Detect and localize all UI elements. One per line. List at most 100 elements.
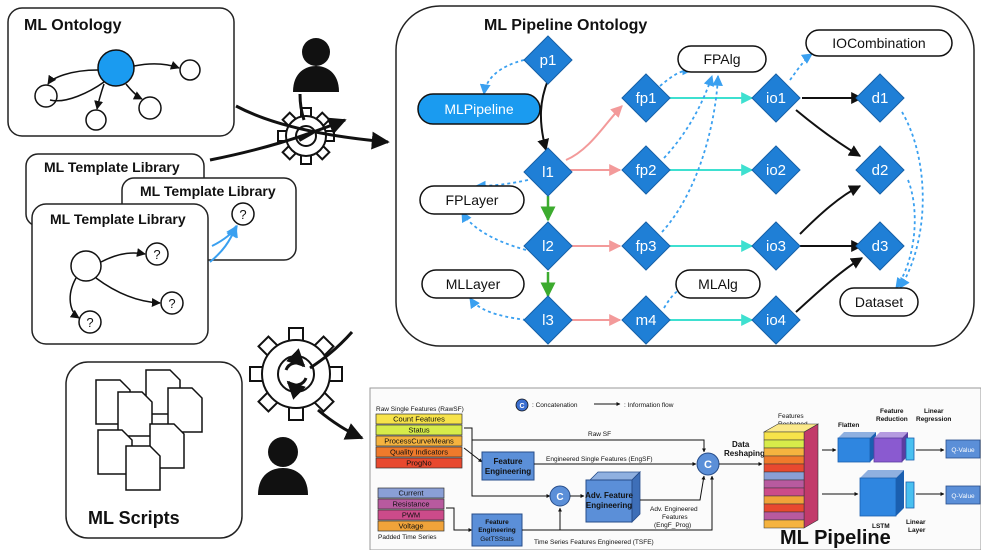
linear-regression-line1: Linear [924,408,944,415]
mlalg-label: MLAlg [698,276,738,292]
question-mark: ? [153,247,160,262]
feature-reduction-line2: Reduction [876,416,908,423]
raw-feature-label: Status [408,426,430,435]
reshaped-slab [763,471,805,481]
question-node [145,242,169,266]
mlpipeline-class-node: MLPipeline [417,93,541,125]
mllayer-class-node: MLLayer [421,269,525,299]
node-io1: io1 [751,73,801,123]
node-fp1: fp1 [621,73,671,123]
legend-concatenation: : Concatenation [532,402,578,409]
reshaped-slab [763,503,805,513]
data-reshaping-line1: Data [732,440,750,449]
time-series-features-label: Time Series Features Engineered (TSFE) [534,539,654,546]
reshaped-slab [763,511,805,521]
time-series-label: Resistance [392,500,429,509]
ontology-node [85,109,107,131]
node-fp2-label: fp2 [636,162,657,179]
person-icon [258,437,308,495]
reshaped-slab [763,495,805,505]
fe1-line2: Engineering [485,467,531,476]
q-value-output [945,439,981,459]
reshaped-slab [763,519,805,529]
node-p1: p1 [523,35,573,85]
ontology-node [138,96,162,120]
reshaped-side-face [803,423,819,529]
q-value-label: Q-Value [951,447,975,454]
iocombination-label: IOCombination [832,35,925,51]
fe2-line2: Engineering [478,527,516,534]
q-value-label: Q-Value [951,493,975,500]
raw-feature-item [375,413,463,425]
reshaped-slab [763,439,805,449]
raw-feature-item [375,435,463,447]
node-d2: d2 [855,145,905,195]
person-icon [293,38,339,92]
adv-line1: Adv. Feature [585,491,633,500]
legend-information-flow: : Information flow [624,402,674,409]
adv-out-line3: (EngF_Prog) [654,522,691,529]
features-reshaped-line1: Features [778,413,804,420]
raw-feature-item [375,424,463,436]
time-series-item [377,487,445,499]
mllayer-label: MLLayer [446,276,501,292]
ml-scripts-title: ML Scripts [88,508,180,528]
node-io2-label: io2 [766,162,786,179]
data-reshaping-line2: Reshaping [724,449,765,458]
node-d3: d3 [855,221,905,271]
node-d2-label: d2 [872,162,889,179]
ontology-edges-cyan [670,92,754,326]
ml-template-library-front: ML Template Library ? ? ? [31,203,238,345]
flatten-label: Flatten [838,422,859,429]
raw-feature-label: ProgNo [406,459,431,468]
node-m4-label: m4 [636,312,657,329]
feature-engineering-box [481,451,535,481]
time-series-label: PWM [402,511,420,520]
reshaped-slab [763,447,805,457]
raw-sf-label: Raw SF [588,431,611,438]
ml-pipeline-panel: C : Concatenation : Information flow Raw… [369,387,981,550]
question-mark: ? [239,207,246,222]
dataset-class-node: Dataset [839,287,919,317]
adv-out-line1: Adv. Engineered [650,506,698,513]
mlpipeline-label: MLPipeline [444,101,513,117]
reshaped-slab [763,455,805,465]
time-series-item [377,520,445,532]
template-node [70,250,102,282]
node-io3: io3 [751,221,801,271]
adv-feature-engineering-box [585,479,633,523]
fe1-line1: Feature [494,457,523,466]
question-node [231,202,255,226]
gear-icon [277,107,335,165]
time-series-item [377,498,445,510]
reshaped-slab [763,487,805,497]
reshaped-slab [763,479,805,489]
linear-regression-line2: Regression [916,416,951,423]
node-fp3-label: fp3 [636,238,657,255]
fpalg-class-node: FPAlg [677,45,767,73]
linear-layer [905,481,915,509]
question-mark: ? [168,296,175,311]
concat-symbol: C [704,459,712,471]
question-mark: ? [86,315,93,330]
node-d3-label: d3 [872,238,889,255]
fplayer-label: FPLayer [446,192,499,208]
node-p1-label: p1 [540,52,557,69]
node-l1-label: l1 [542,164,554,181]
raw-feature-item [375,457,463,469]
feature-reduction-layer [873,437,903,463]
raw-feature-label: ProcessCurveMeans [384,437,454,446]
raw-feature-item [375,446,463,458]
document-icon [95,369,203,491]
node-l3-label: l3 [542,312,554,329]
fpalg-label: FPAlg [703,51,740,67]
features-reshaped-stack [762,423,820,529]
question-node [78,310,102,334]
node-l1: l1 [523,147,573,197]
concat-legend-symbol: C [519,403,524,410]
ml-pipeline-title: ML Pipeline [780,527,891,549]
time-series-label: Voltage [398,522,423,531]
node-io4-label: io4 [766,312,786,329]
dataset-label: Dataset [855,294,903,310]
